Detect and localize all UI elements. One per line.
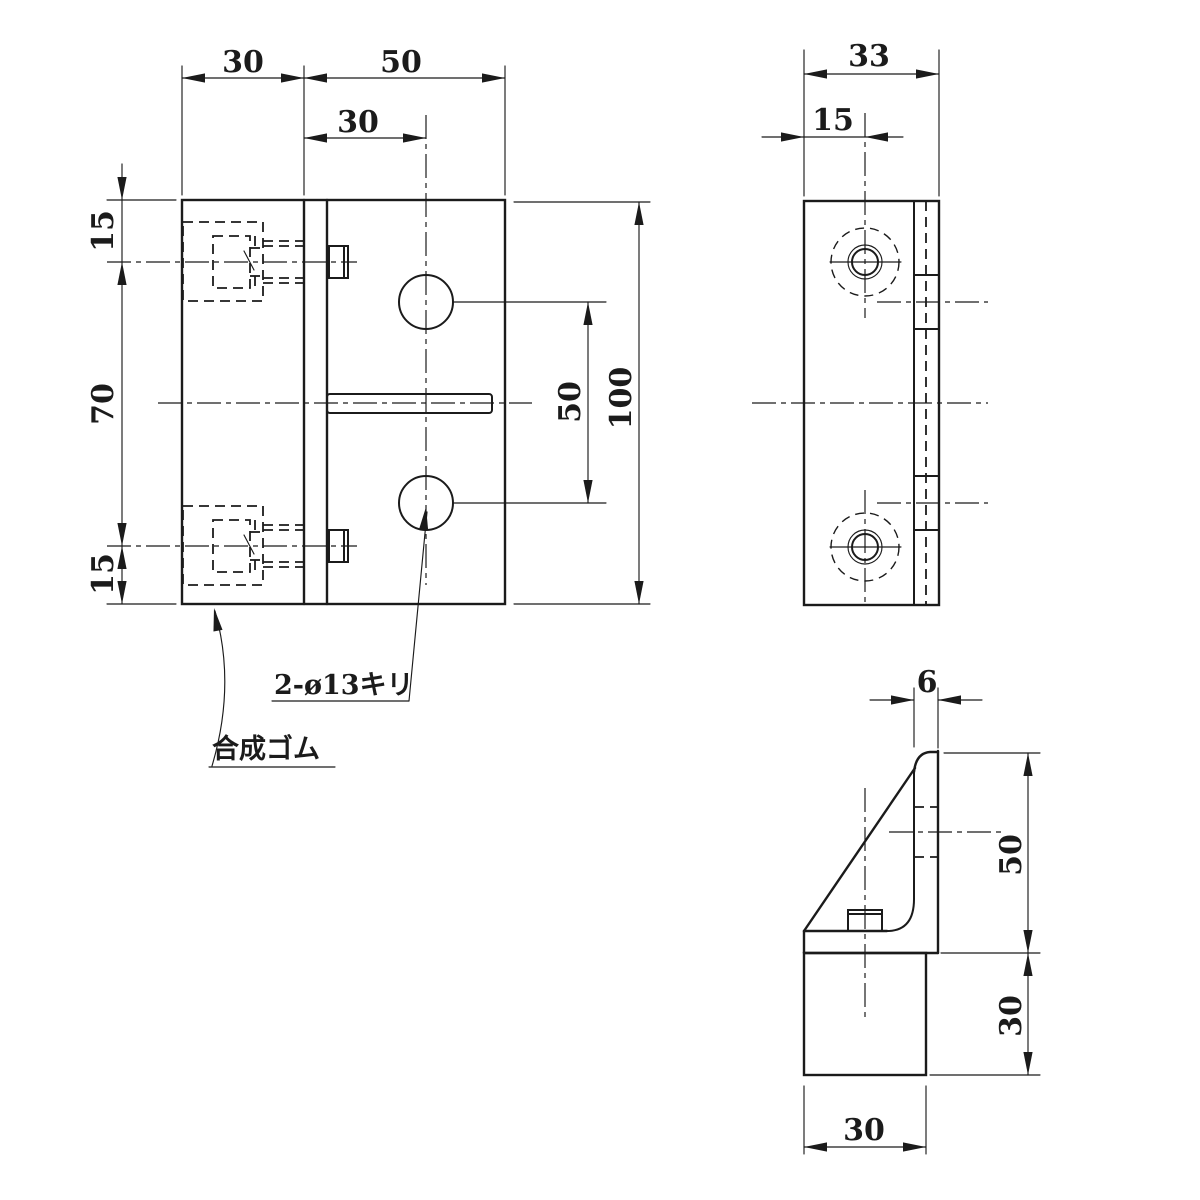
front-annotations: 2-ø13キリ 合成ゴム — [208, 506, 431, 768]
dim-front-bolt-spacing: 70 — [86, 383, 121, 425]
dim-side-bolt-offset: 15 — [812, 103, 854, 138]
note-holes-label: 2-ø13キリ — [274, 670, 414, 701]
bracket-plate-top — [912, 750, 940, 774]
dim-front-top-to-bolt: 15 — [86, 210, 121, 252]
note-holes-leader — [408, 511, 428, 702]
dim-bracket-upper-height: 50 — [994, 834, 1029, 876]
side-dimensions: 33 15 — [761, 39, 940, 197]
bracket-outline — [802, 749, 940, 1077]
front-body — [180, 198, 507, 606]
front-dimensions: 30 50 30 15 70 15 50 100 — [86, 45, 651, 605]
side-centerlines — [752, 113, 988, 602]
dim-front-rubber-width: 30 — [222, 45, 264, 80]
dim-front-height: 100 — [604, 367, 639, 430]
dim-front-bolt-to-bottom: 15 — [86, 553, 121, 595]
front-view: 30 50 30 15 70 15 50 100 2-ø13キリ 合成ゴム — [86, 45, 651, 768]
bracket-centerlines — [864, 788, 1006, 1022]
bracket-dimensions: 6 50 30 30 — [803, 665, 1041, 1155]
dim-front-hole-spacing: 50 — [553, 381, 588, 423]
dim-bracket-base-depth: 30 — [843, 1113, 885, 1148]
dim-front-plate-width: 50 — [380, 45, 422, 80]
side-view: 33 15 — [752, 39, 988, 607]
bracket-fillet — [886, 898, 915, 932]
dim-bracket-plate-thickness: 6 — [917, 665, 938, 700]
dim-bracket-lower-height: 30 — [994, 995, 1029, 1037]
dim-front-hole-offset: 30 — [337, 105, 379, 140]
bracket-gusset-edge — [802, 766, 917, 933]
dim-side-depth: 33 — [848, 39, 890, 74]
note-rubber-label: 合成ゴム — [212, 733, 320, 765]
front-centerlines — [107, 115, 532, 585]
bracket-view: 6 50 30 30 — [802, 665, 1041, 1155]
